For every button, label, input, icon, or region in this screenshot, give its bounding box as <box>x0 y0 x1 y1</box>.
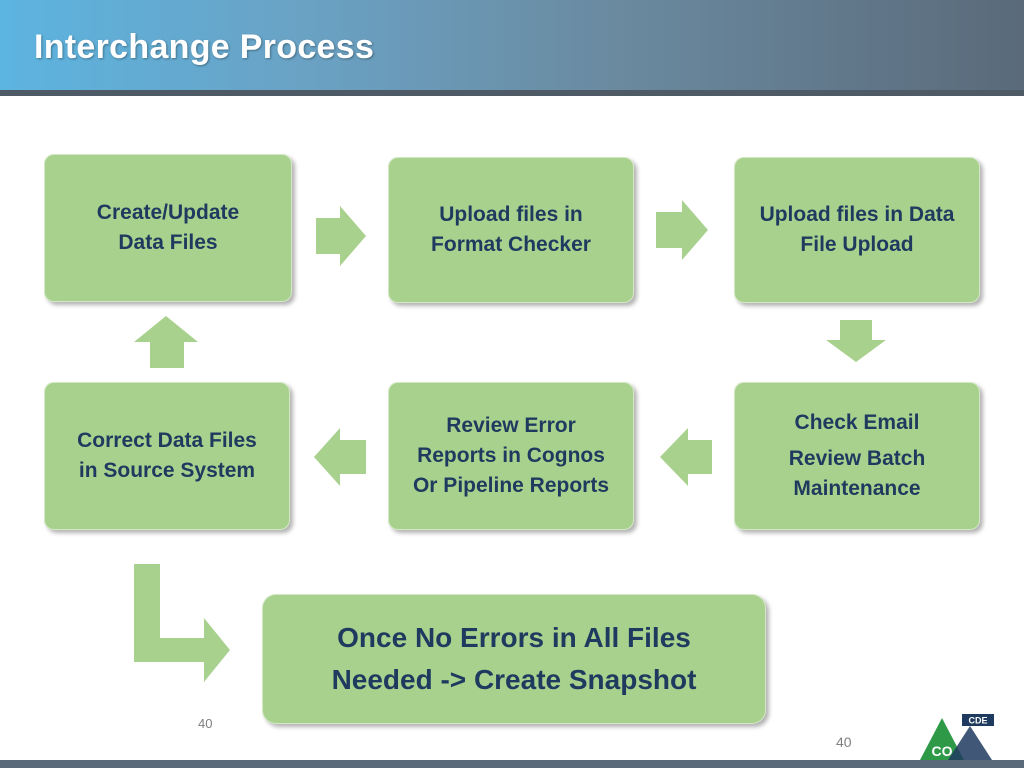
arrow-right-1 <box>316 206 366 266</box>
step-label-line: Review Batch <box>788 447 926 470</box>
arrow-left-1 <box>660 428 712 486</box>
logo-bottom-text: CO <box>932 743 953 759</box>
title-bar-underline <box>0 90 1024 96</box>
arrow-left-2 <box>314 428 366 486</box>
step-check-email: Check Email Review Batch Maintenance <box>734 382 980 530</box>
final-label-line: Once No Errors in All Files <box>337 622 691 653</box>
step-label-line: Maintenance <box>793 477 921 500</box>
step-format-checker: Upload files in Format Checker <box>388 157 634 303</box>
arrow-down <box>826 320 886 362</box>
step-label-line: Upload files in <box>439 203 583 226</box>
step-label-line: in Source System <box>78 459 256 482</box>
step-correct-data: Correct Data Files in Source System <box>44 382 290 530</box>
step-data-file-upload: Upload files in Data File Upload <box>734 157 980 303</box>
step-label-line: Check Email <box>794 411 920 434</box>
final-step-snapshot: Once No Errors in All Files Needed -> Cr… <box>262 594 766 724</box>
page-number-right: 40 <box>836 734 852 750</box>
step-label-line: Reports in Cognos <box>417 444 605 467</box>
final-label-line: Needed -> Create Snapshot <box>331 664 697 695</box>
step-review-error: Review Error Reports in Cognos Or Pipeli… <box>388 382 634 530</box>
arrow-bent <box>134 564 230 682</box>
slide-title: Interchange Process <box>34 28 375 66</box>
arrow-up <box>134 316 198 368</box>
step-label-line: Upload files in Data <box>759 203 955 226</box>
step-label-line: Correct Data Files <box>77 429 257 452</box>
cde-logo-icon: CDE CO <box>920 714 994 760</box>
title-bar <box>0 0 1024 90</box>
footer-bar <box>0 760 1024 768</box>
logo-top-text: CDE <box>968 716 987 726</box>
step-label-line: Create/Update <box>96 201 240 224</box>
step-create-update: Create/Update Data Files <box>44 154 292 302</box>
page-number-center: 40 <box>198 716 213 731</box>
step-label-line: Review Error <box>446 414 576 437</box>
arrow-right-2 <box>656 200 708 260</box>
step-label-line: Or Pipeline Reports <box>412 474 610 497</box>
step-label-line: File Upload <box>800 233 914 256</box>
step-label-line: Format Checker <box>431 233 591 256</box>
step-label-line: Data Files <box>118 231 218 254</box>
